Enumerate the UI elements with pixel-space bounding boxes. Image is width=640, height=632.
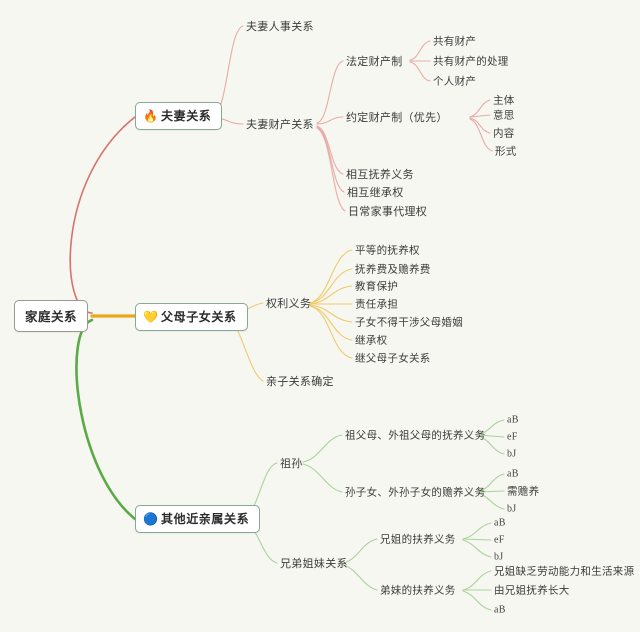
- node-gc-item-1[interactable]: aB: [507, 468, 519, 480]
- flame-icon: 🔥: [143, 108, 159, 123]
- branch-label-spouse: 夫妻关系: [161, 109, 212, 123]
- node-stepparent-child-relation[interactable]: 继父母子女关系: [355, 352, 431, 365]
- edge-yueding-xingshi: [469, 118, 493, 152]
- node-intent[interactable]: 意思: [493, 109, 515, 122]
- node-joint-property[interactable]: 共有财产: [433, 35, 477, 48]
- node-es-item-3[interactable]: bJ: [494, 551, 504, 563]
- node-grandparent-grandchild[interactable]: 祖孙: [280, 458, 303, 470]
- edge-quanli-c0: [309, 249, 353, 304]
- edge-root-otherkin: [75, 318, 137, 521]
- node-ys-item-3[interactable]: aB: [494, 604, 506, 616]
- edge-xiongdi-xiongjie: [342, 538, 378, 564]
- node-inheritance-right[interactable]: 继承权: [355, 334, 388, 347]
- node-grandparents-support-duty[interactable]: 祖父母、外祖父母的抚养义务: [345, 429, 486, 442]
- edge-quanli-c4: [309, 304, 353, 323]
- edge-quanli-c5: [309, 305, 353, 341]
- node-parentage-determination[interactable]: 亲子关系确定: [266, 376, 334, 388]
- edge-yueding-zhuti: [469, 99, 491, 118]
- node-gp-item-3[interactable]: bJ: [507, 448, 517, 460]
- edge-yueding-yisi: [469, 114, 491, 118]
- node-form[interactable]: 形式: [495, 145, 517, 158]
- node-equal-custody-right[interactable]: 平等的抚养权: [355, 244, 420, 257]
- edge-quanli-c1: [309, 268, 353, 304]
- edge-quanli-c2: [309, 285, 353, 305]
- branch-node-spouse[interactable]: 🔥 夫妻关系: [135, 102, 223, 130]
- node-joint-property-disposal[interactable]: 共有财产的处理: [433, 55, 509, 68]
- node-liability-bearing[interactable]: 责任承担: [355, 298, 399, 311]
- node-grandchildren-maintenance-duty[interactable]: 孙子女、外孙子女的赡养义务: [345, 486, 486, 499]
- branch-node-other-kin[interactable]: 🔵 其他近亲属关系: [135, 505, 261, 533]
- edge-xiongjie-c: [462, 539, 492, 558]
- edge-dimei-a: [462, 570, 492, 591]
- node-education-protection[interactable]: 教育保护: [355, 280, 399, 293]
- branch-label-parent-child: 父母子女关系: [161, 310, 237, 324]
- node-elder-sibling-support-duty[interactable]: 兄姐的扶养义务: [380, 533, 456, 546]
- edge-root-spouse: [69, 116, 136, 314]
- edge-zusun-zufumu: [302, 434, 343, 463]
- node-statutory-property-regime[interactable]: 法定财产制: [346, 56, 403, 68]
- edge-dimei-c: [462, 590, 492, 611]
- node-marital-property-relations[interactable]: 夫妻财产关系: [246, 119, 314, 131]
- node-agreed-property-regime[interactable]: 约定财产制（优先）: [346, 112, 448, 124]
- edge-fading-gongyou: [409, 40, 431, 61]
- root-label: 家庭关系: [25, 310, 78, 324]
- node-gp-item-1[interactable]: aB: [507, 414, 519, 426]
- node-es-item-2[interactable]: eF: [494, 534, 505, 546]
- edge-caichan-fuyang: [316, 125, 344, 175]
- edge-yueding-neirong: [469, 117, 491, 134]
- edge-xiongjie-b: [462, 538, 492, 541]
- node-ys-item-2[interactable]: 由兄姐抚养长大: [494, 584, 570, 597]
- edge-caichan-fading: [316, 60, 344, 124]
- node-gp-item-2[interactable]: eF: [507, 431, 518, 443]
- edge-xiongjie-a: [462, 522, 492, 540]
- node-mutual-inheritance-right[interactable]: 相互继承权: [347, 187, 404, 199]
- edge-caichan-jicheng: [316, 126, 345, 193]
- node-mutual-support-duty[interactable]: 相互抚养义务: [346, 169, 414, 181]
- blue-flame-icon: 🔵: [143, 511, 159, 526]
- node-younger-sibling-support-duty[interactable]: 弟妹的扶养义务: [380, 584, 456, 597]
- edge-zusun-sunzinv: [302, 463, 343, 493]
- node-es-item-1[interactable]: aB: [494, 517, 506, 529]
- node-marital-personal-relations[interactable]: 夫妻人事关系: [246, 21, 314, 33]
- node-support-and-maintenance-fees[interactable]: 抚养费及赡养费: [355, 263, 431, 276]
- edge-caichan-daili: [316, 127, 346, 212]
- node-children-no-interference[interactable]: 子女不得干涉父母婚姻: [355, 316, 463, 329]
- diamond-icon: 💛: [143, 309, 159, 324]
- edge-caichan-yueding: [316, 116, 344, 125]
- node-content[interactable]: 内容: [493, 127, 515, 140]
- node-rights-and-duties[interactable]: 权利义务: [266, 298, 312, 310]
- node-gc-item-2[interactable]: 需赡养: [507, 485, 540, 498]
- node-subject[interactable]: 主体: [493, 94, 515, 107]
- node-ys-item-1[interactable]: 兄姐缺乏劳动能力和生活来源: [494, 565, 635, 578]
- node-daily-household-agency[interactable]: 日常家事代理权: [348, 206, 428, 218]
- edge-xiongdi-dimei: [342, 564, 378, 591]
- root-node[interactable]: 家庭关系: [14, 300, 89, 332]
- branch-label-other-kin: 其他近亲属关系: [161, 512, 250, 526]
- node-personal-property[interactable]: 个人财产: [433, 75, 477, 88]
- node-siblings-relation[interactable]: 兄弟姐妹关系: [280, 558, 348, 570]
- edge-quanli-c6: [309, 305, 353, 359]
- node-gc-item-3[interactable]: bJ: [507, 503, 517, 515]
- branch-node-parent-child[interactable]: 💛 父母子女关系: [135, 303, 248, 331]
- edge-fading-geren: [409, 61, 431, 82]
